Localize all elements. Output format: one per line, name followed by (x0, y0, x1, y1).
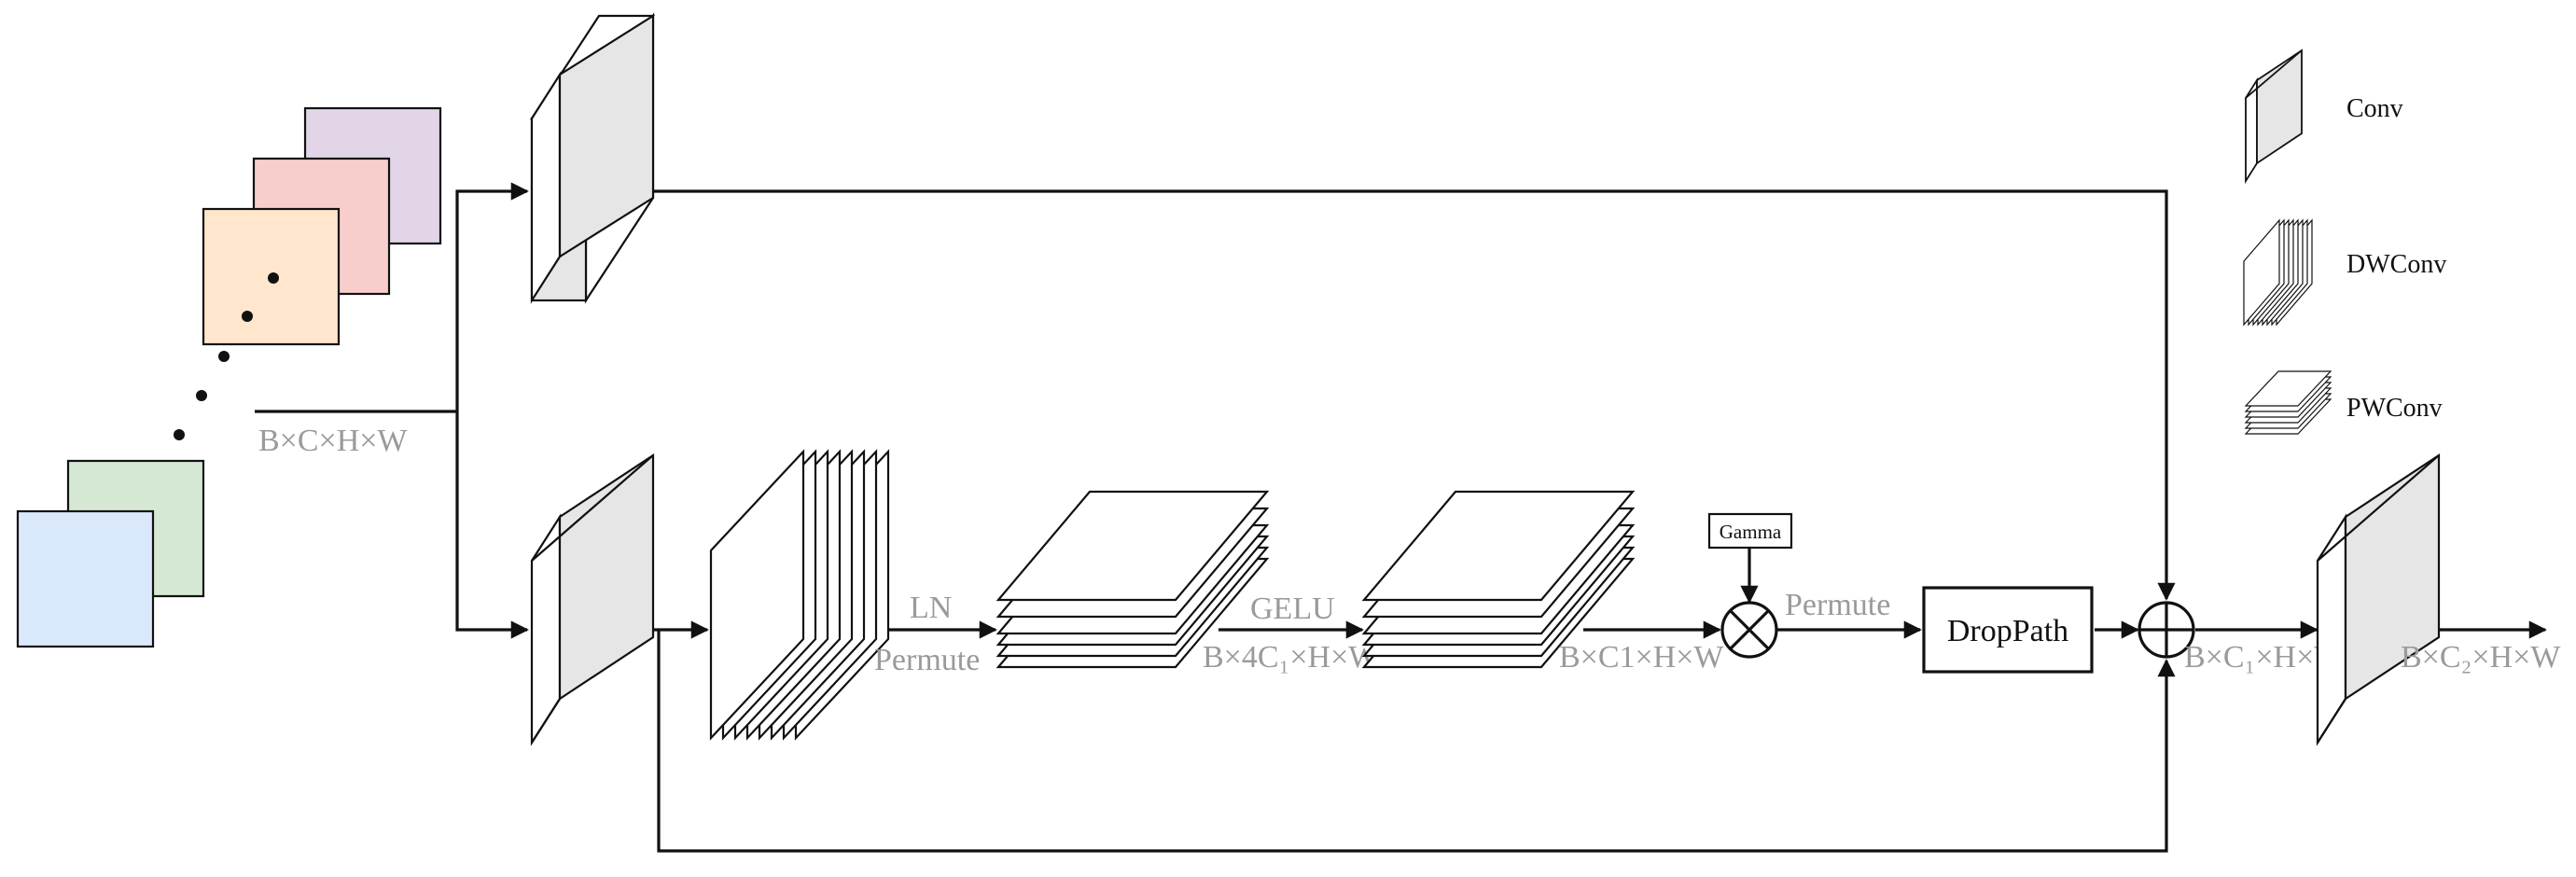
legend-pwconv-label: PWConv (2346, 394, 2443, 423)
droppath-box: DropPath (1922, 586, 2094, 674)
droppath-label: DropPath (1947, 614, 2068, 648)
ellipsis-dots (174, 272, 279, 440)
dwconv-block (709, 449, 890, 741)
legend-pwconv-icon (2244, 370, 2332, 435)
gelu-label: GELU (1250, 592, 1335, 626)
sum-operator (2137, 601, 2195, 659)
conv-block-output (2316, 452, 2441, 746)
shape-c1-label: B×C1×H×W (1559, 640, 1724, 675)
ln-label: LN (910, 591, 952, 625)
shape-4c1-label: B×4C₁×H×W (1203, 640, 1379, 675)
shape-out-c2-label: B×C₂×H×W (2401, 640, 2561, 675)
pwconv-block-1 (996, 490, 1270, 669)
input-shape-label: B×C×H×W (258, 424, 408, 458)
legend: Conv DWConv PWConv (2243, 49, 2446, 435)
legend-conv-label: Conv (2346, 94, 2403, 123)
permute-label-1: Permute (874, 643, 980, 677)
conv-block-main (530, 452, 655, 746)
pwconv-block-2 (1361, 490, 1636, 669)
channel-map-blue (16, 509, 155, 648)
legend-conv-icon (2245, 49, 2303, 185)
gamma-box: Gamma (1707, 512, 1793, 550)
input-feature-maps (16, 106, 442, 648)
legend-dwconv-label: DWConv (2346, 250, 2446, 279)
multiply-operator (1720, 601, 1778, 659)
legend-dwconv-icon (2243, 218, 2313, 327)
gamma-label: Gamma (1720, 521, 1782, 543)
permute-label-2: Permute (1785, 588, 1890, 622)
conv-block-shortcut (529, 12, 656, 304)
